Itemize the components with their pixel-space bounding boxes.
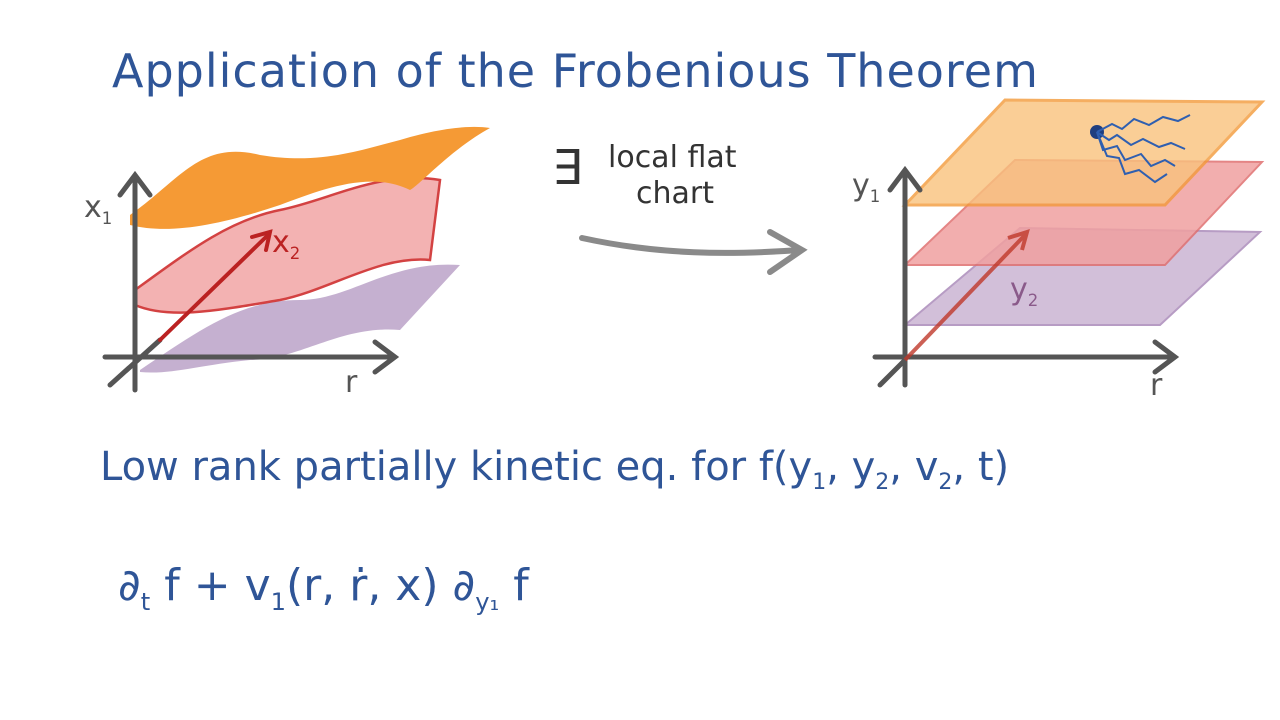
right-planes xyxy=(901,98,1266,326)
equation: ∂t f + v1(r, ṙ, x) ∂y₁ f xyxy=(118,560,529,616)
right-axis-r-label: r xyxy=(1150,368,1163,403)
random-paths xyxy=(1090,114,1191,184)
orange-plane xyxy=(901,98,1266,207)
left-axes xyxy=(102,170,400,393)
orange-surface xyxy=(130,126,490,229)
arrow-label-line2: chart xyxy=(636,176,714,211)
left-axis-x1-label: x1 xyxy=(84,190,113,228)
right-axis-y1-label: y1 xyxy=(852,168,881,206)
left-surfaces xyxy=(130,126,490,373)
left-axis-x2-label: x2 xyxy=(272,225,301,263)
transform-arrow xyxy=(579,229,808,275)
right-axis-y2-label: y2 xyxy=(1010,272,1039,310)
page-title: Application of the Frobenious Theorem xyxy=(112,44,1039,98)
arrow-label-line1: local flat xyxy=(608,140,737,175)
red-surface xyxy=(133,176,442,314)
purple-surface xyxy=(140,264,460,373)
right-axes xyxy=(872,165,1180,388)
description-line: Low rank partially kinetic eq. for f(y1,… xyxy=(100,444,1010,495)
left-axis-r-label: r xyxy=(345,365,358,400)
exists-symbol: ∃ xyxy=(552,140,583,196)
